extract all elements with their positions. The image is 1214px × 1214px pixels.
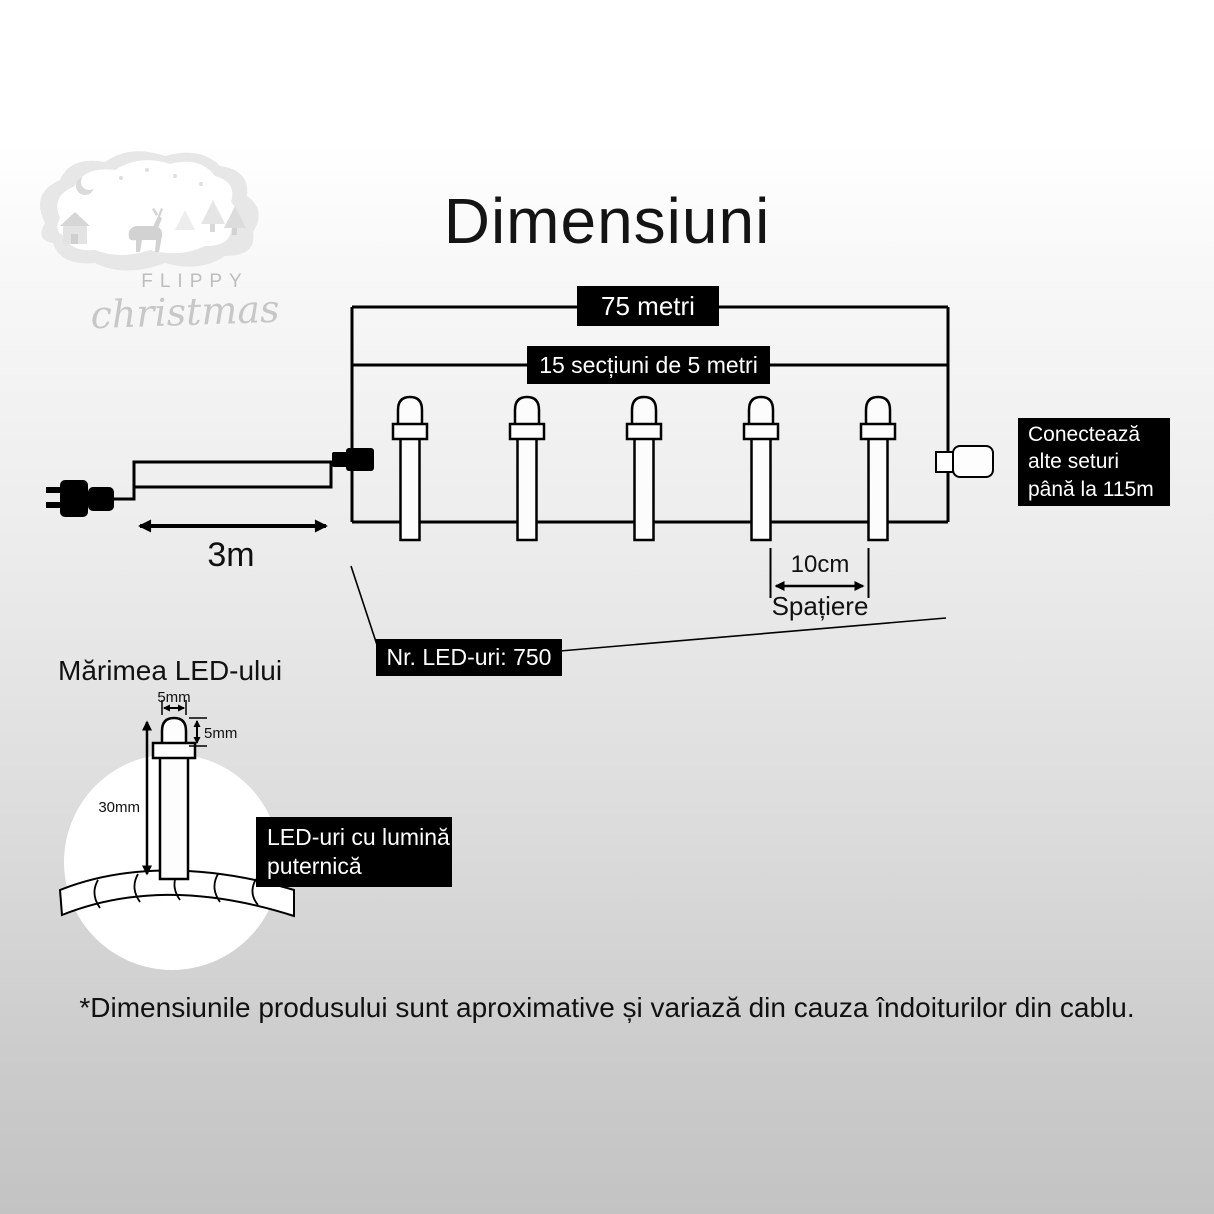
led-bulb-2 xyxy=(508,395,546,542)
led-tip-height-label: 5mm xyxy=(204,725,238,742)
power-plug-icon xyxy=(46,480,114,517)
lead-cable xyxy=(112,460,333,501)
connect-sets-line1: Conectează xyxy=(1028,423,1141,447)
spacing-arrow xyxy=(769,548,870,598)
brand-name: FLIPPY xyxy=(141,271,249,292)
bright-led-callout-line1: LED-uri cu lumină xyxy=(267,824,450,851)
logo-moon-mask xyxy=(81,174,97,190)
led-bulb-3 xyxy=(625,395,663,542)
bright-led-callout: LED-uri cu lumină puternică xyxy=(256,817,452,887)
sections-label: 15 secțiuni de 5 metri xyxy=(527,346,770,384)
logo-deer-icon xyxy=(128,208,163,252)
spacing-value-label: 10cm xyxy=(790,551,850,578)
end-connector-icon xyxy=(935,445,994,478)
page-title: Dimensiuni xyxy=(443,185,771,257)
led-count-leader-lines xyxy=(350,565,947,652)
splice-connector-icon xyxy=(332,448,374,471)
led-width-arrow xyxy=(161,700,187,715)
connect-sets-line3: până la 115m xyxy=(1028,477,1154,501)
lead-length-label: 3m xyxy=(207,536,255,574)
led-bulb-5 xyxy=(859,395,897,542)
logo-house-icon xyxy=(60,212,90,244)
led-count-label: Nr. LED-uri: 750 xyxy=(376,639,562,676)
spacing-word-label: Spațiere xyxy=(771,591,869,621)
bright-led-callout-line2: puternică xyxy=(267,853,362,879)
led-bulb-1 xyxy=(391,395,429,542)
disclaimer-text: *Dimensiunile produsului sunt aproximati… xyxy=(79,992,1135,1023)
brand-name-script: christmas xyxy=(89,286,281,338)
logo-cloud-inner xyxy=(57,160,239,255)
connect-sets-label: Conectează alte seturi până la 115m xyxy=(1018,418,1170,506)
logo-trees xyxy=(175,200,246,235)
total-length-label: 75 metri xyxy=(577,286,719,326)
led-body-height-label: 30mm xyxy=(98,799,140,816)
brand-logo-illustration xyxy=(40,151,259,271)
led-tip-height-arrow xyxy=(189,717,207,747)
connect-sets-line2: alte seturi xyxy=(1028,450,1120,474)
led-size-section-title: Mărimea LED-ului xyxy=(58,655,283,686)
led-bulb-4 xyxy=(742,395,780,542)
led-width-label: 5mm xyxy=(157,689,191,706)
logo-stars xyxy=(119,168,203,186)
zoom-led xyxy=(151,716,197,881)
